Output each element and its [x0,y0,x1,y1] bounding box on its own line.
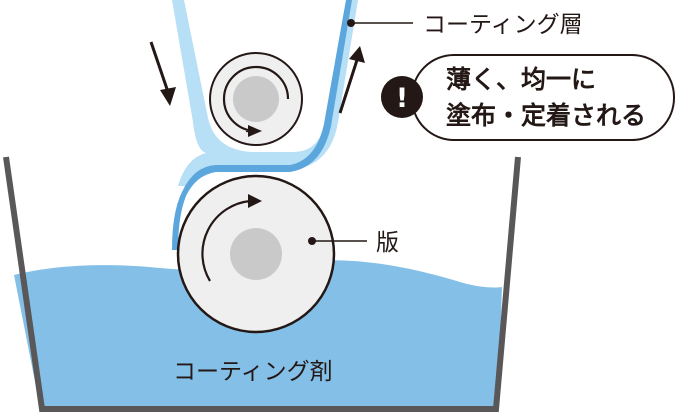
coating-tank [3,156,521,412]
callout-line-2: 塗布・定着される [446,101,646,130]
plate-roller-hub [230,228,282,280]
exclamation-circle-icon [381,76,423,118]
feed-out-arrow-icon [338,59,359,114]
callout-line-1: 薄く、均一に [446,65,596,94]
exclamation-mark: ! [396,83,408,114]
plate-roller-rotation-icon [201,199,251,282]
impression-roller-hub [233,76,279,122]
feed-in-arrow-icon [149,41,170,93]
film-web [172,0,358,186]
coating-liquid [14,260,502,407]
plate-label: 版 [376,230,399,256]
feed-in-arrowhead [160,87,176,106]
impression-roller-arrowhead [248,125,262,137]
coating-layer-label: コーティング層 [423,12,583,38]
impression-roller-rotation-icon [222,65,290,133]
plate-roller-arrowhead [248,194,262,208]
coating-agent-label: コーティング剤 [173,359,333,385]
feed-out-arrowhead [349,46,365,63]
